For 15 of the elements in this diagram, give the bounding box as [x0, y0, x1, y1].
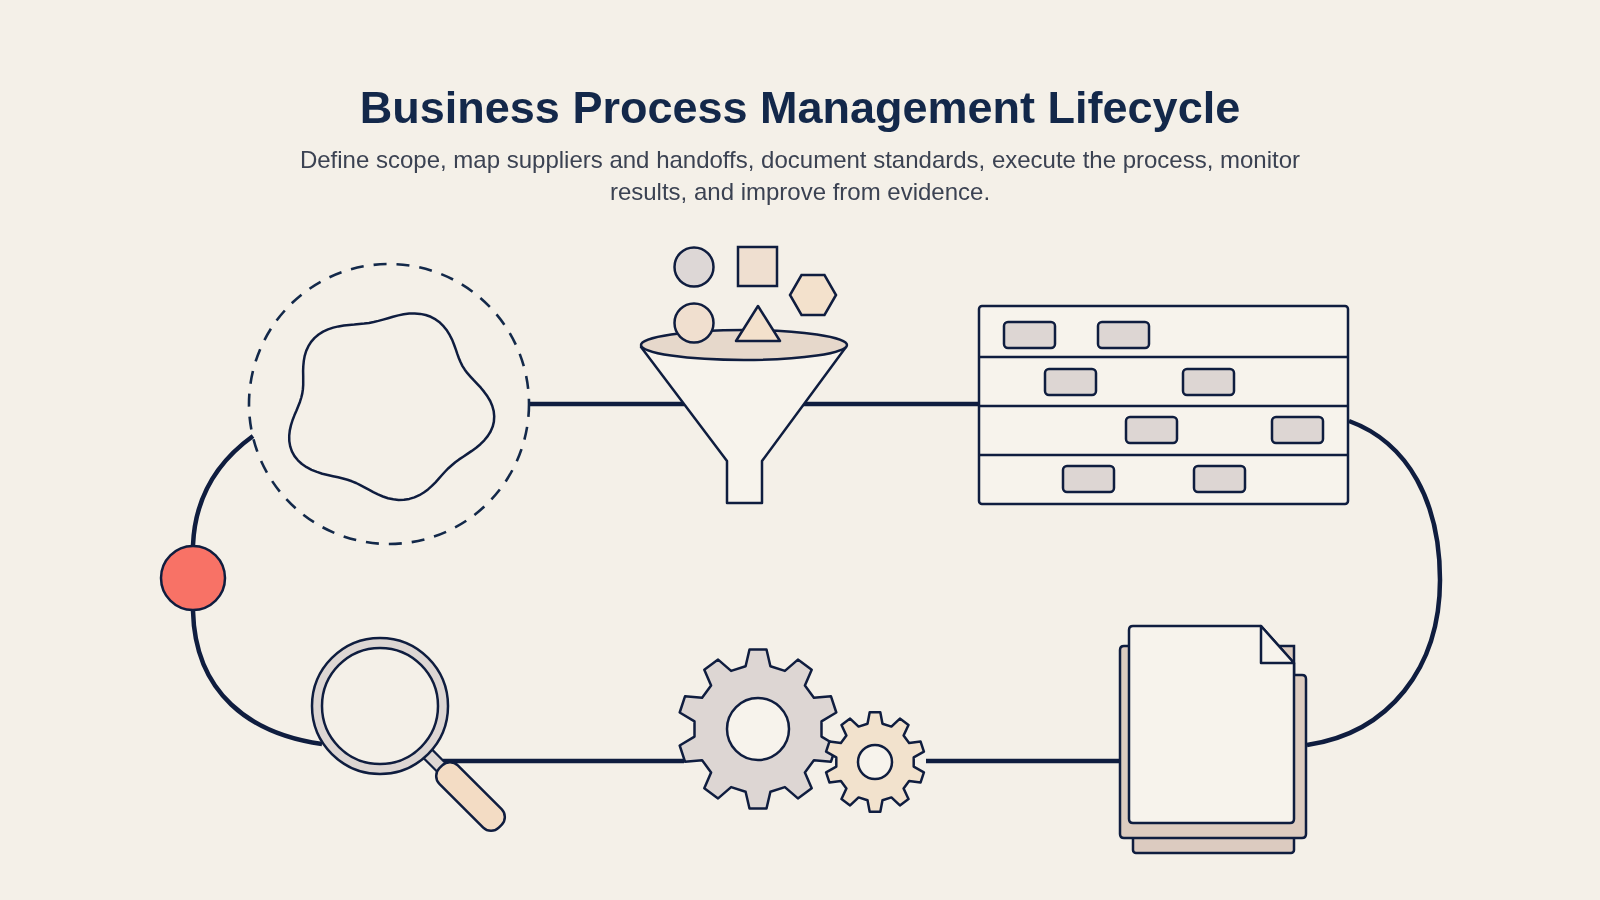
connector-line — [803, 401, 979, 407]
funnel-illustration — [638, 245, 849, 506]
marker-dot — [159, 544, 227, 612]
title: Business Process Management Lifecycle — [359, 82, 1241, 134]
connector-line — [530, 401, 684, 407]
connector-line — [190, 434, 255, 546]
connector-line — [190, 610, 323, 747]
subtitle: Define scope, map suppliers and handoffs, document standards, execute the process, monitor results, and improve from evidence. — [298, 145, 1302, 207]
connector-line — [443, 758, 684, 764]
connector-line — [1306, 418, 1443, 748]
gears-illustration — [675, 646, 928, 815]
connector-line — [926, 758, 1120, 764]
dashed-circle-cloud-illustration — [247, 262, 531, 546]
document-stack-illustration — [1118, 624, 1308, 855]
swimlane-board-illustration — [977, 304, 1350, 506]
